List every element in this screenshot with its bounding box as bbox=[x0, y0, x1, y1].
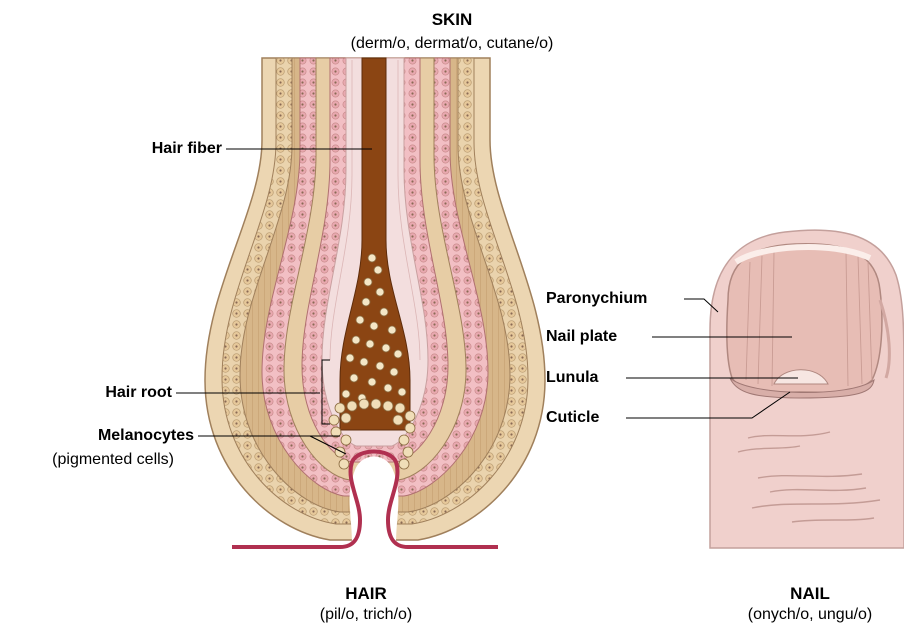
hair-follicle bbox=[205, 58, 545, 547]
nail-roots: (onych/o, ungu/o) bbox=[748, 605, 873, 624]
label-hair-fiber: Hair fiber bbox=[152, 139, 222, 158]
label-lunula: Lunula bbox=[546, 368, 598, 387]
hair-roots: (pil/o, trich/o) bbox=[320, 605, 412, 624]
label-nail-plate: Nail plate bbox=[546, 327, 617, 346]
skin-roots: (derm/o, dermat/o, cutane/o) bbox=[351, 34, 554, 53]
finger bbox=[710, 230, 904, 548]
skin-title: SKIN bbox=[432, 10, 473, 29]
nail-title: NAIL bbox=[790, 584, 830, 603]
label-hair-root: Hair root bbox=[105, 383, 172, 402]
label-paronychium: Paronychium bbox=[546, 289, 647, 308]
label-cuticle: Cuticle bbox=[546, 408, 599, 427]
label-melanocytes: Melanocytes bbox=[98, 426, 194, 445]
label-melanocytes-note: (pigmented cells) bbox=[52, 450, 174, 469]
hair-title: HAIR bbox=[345, 584, 387, 603]
